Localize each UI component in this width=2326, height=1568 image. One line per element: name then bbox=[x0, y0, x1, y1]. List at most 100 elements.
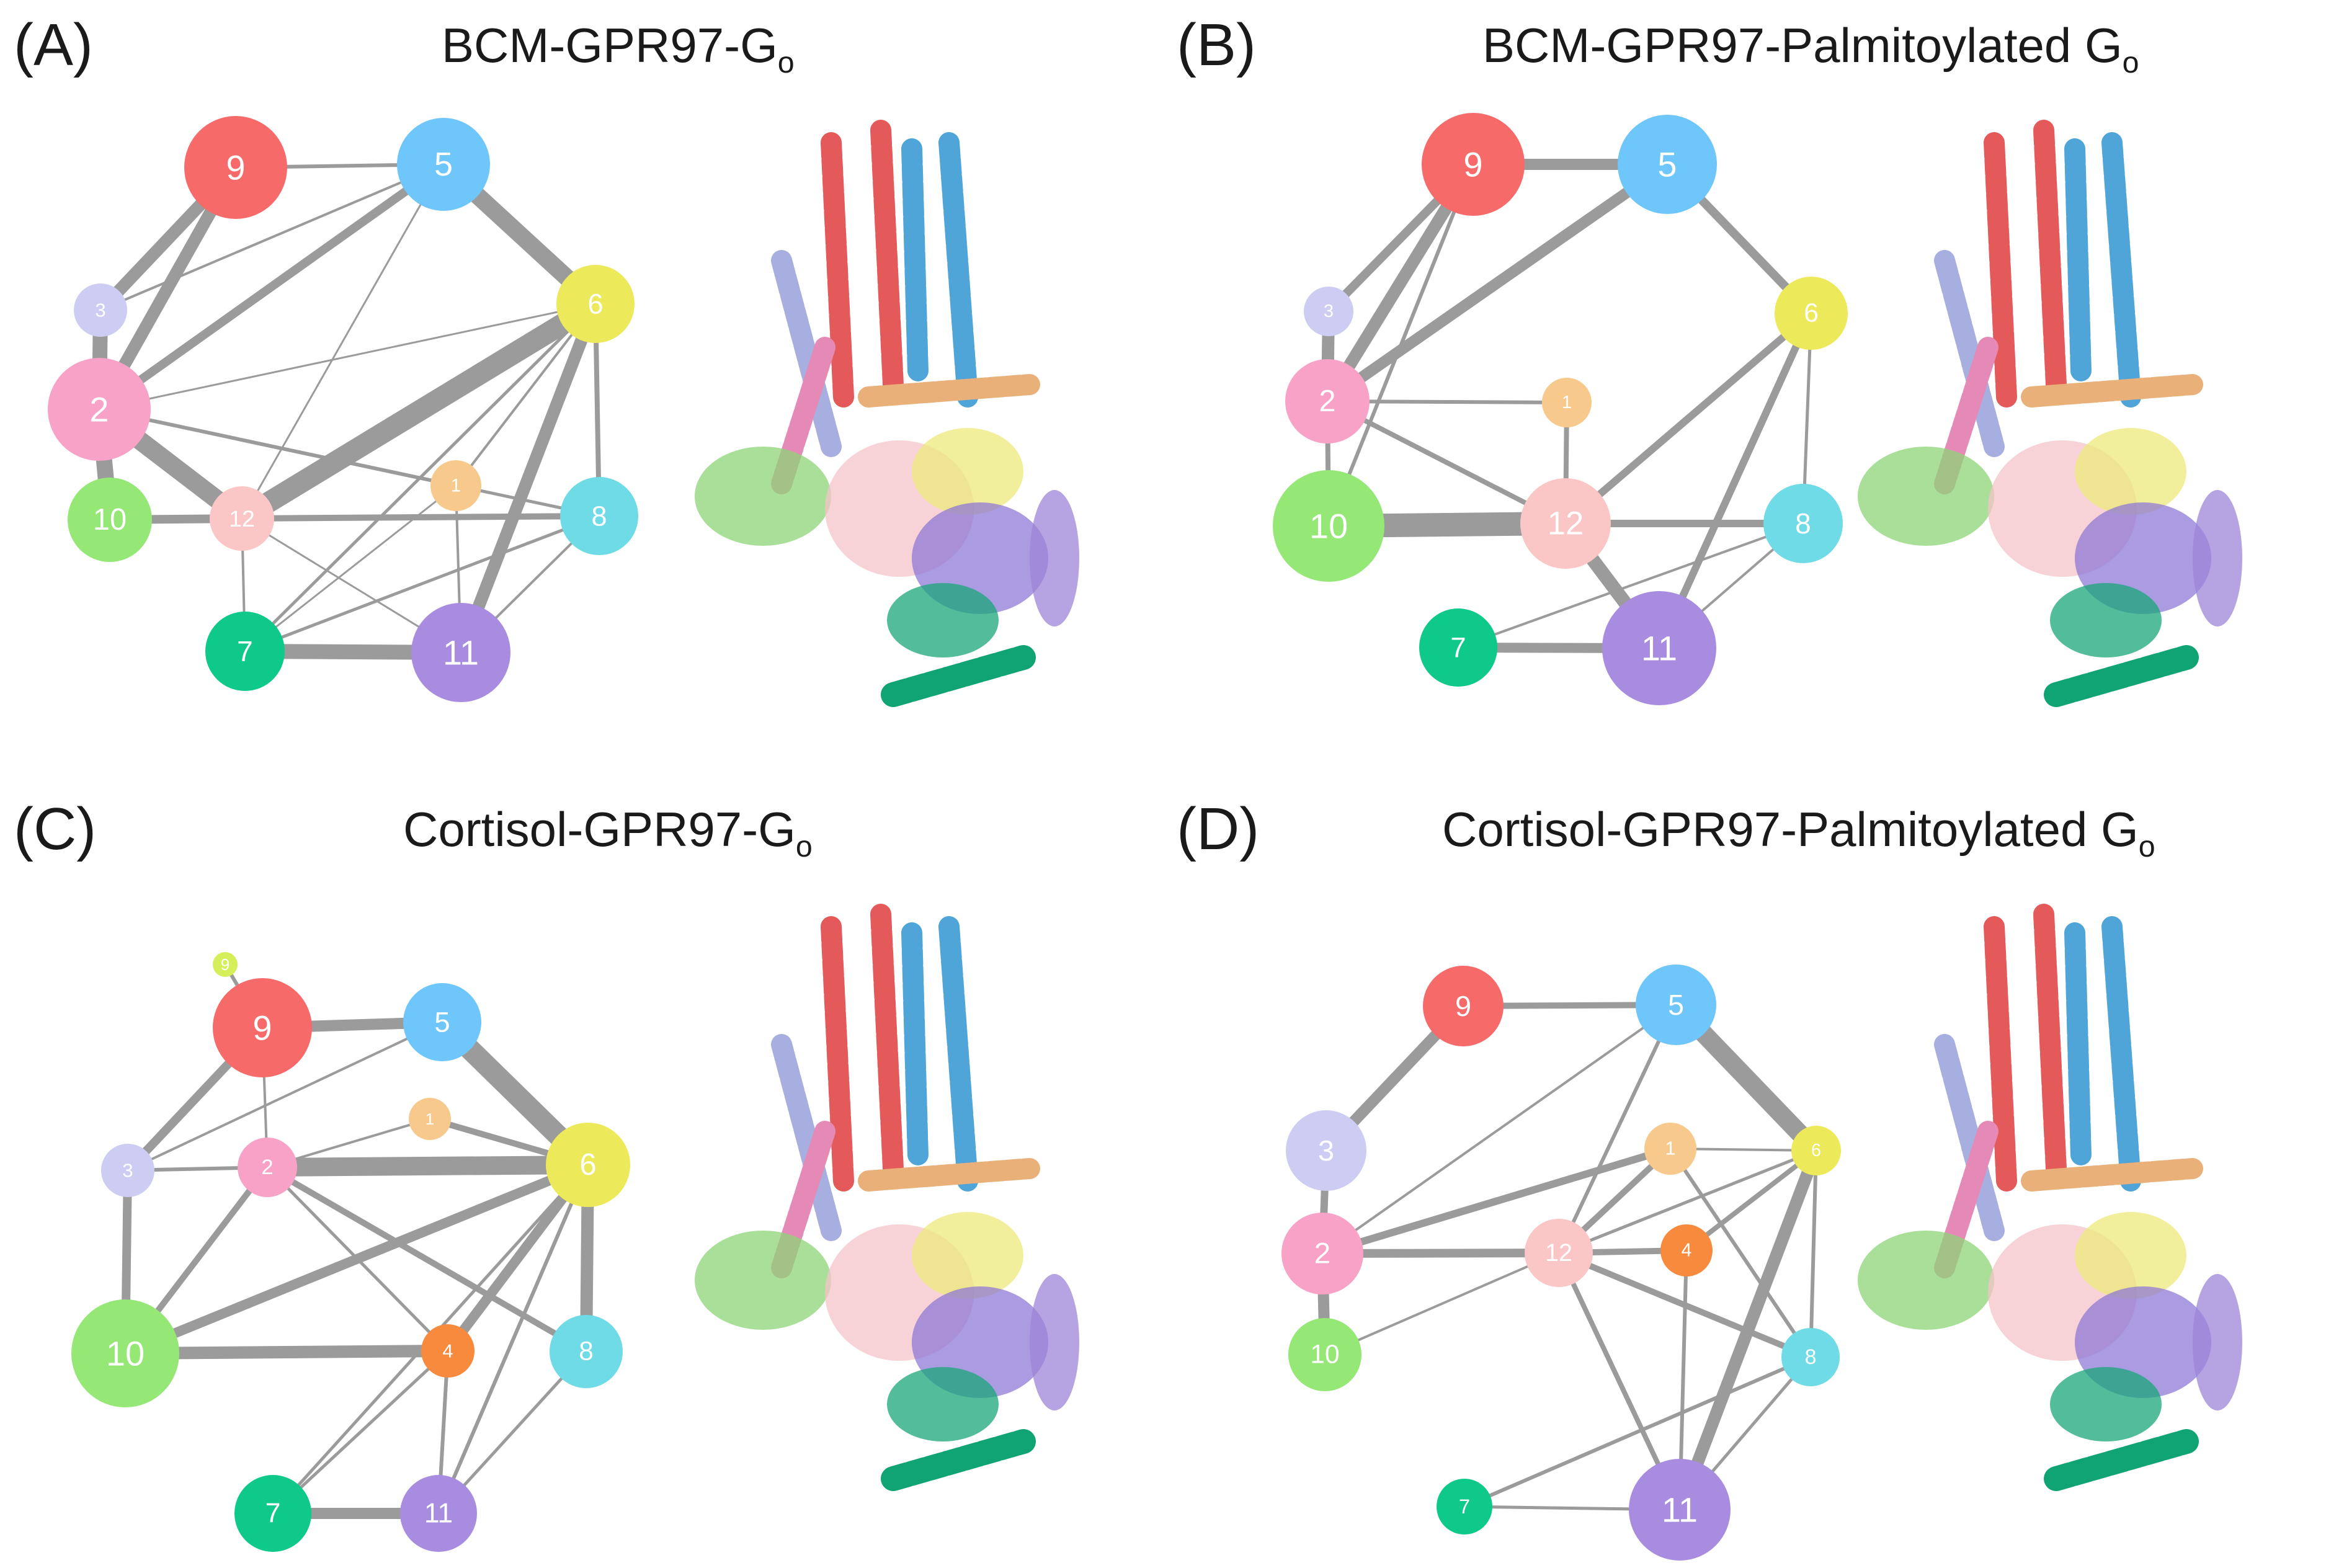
node-3: 3 bbox=[1304, 287, 1353, 336]
node-label: 10 bbox=[1309, 507, 1348, 546]
domain-blob bbox=[887, 583, 999, 657]
node-label: 10 bbox=[1310, 1340, 1339, 1370]
node-label: 9 bbox=[1455, 990, 1471, 1022]
edge-5-12 bbox=[1557, 1004, 1678, 1254]
node-circle bbox=[411, 603, 510, 702]
node-label: 12 bbox=[1545, 1239, 1572, 1267]
node-label: 2 bbox=[89, 390, 109, 429]
node-7: 7 bbox=[205, 612, 285, 691]
node-circle bbox=[1644, 1123, 1696, 1175]
node-label: 3 bbox=[95, 300, 105, 321]
node-11: 11 bbox=[1629, 1459, 1731, 1561]
edge-7-8 bbox=[1463, 1355, 1812, 1508]
helix-ribbon bbox=[858, 374, 1040, 408]
node-12: 12 bbox=[210, 486, 274, 551]
node-label: 7 bbox=[265, 1499, 281, 1529]
helix-ribbon bbox=[870, 904, 904, 1179]
edge-12-8 bbox=[241, 513, 600, 522]
node-circle bbox=[409, 1098, 451, 1140]
domain-blob bbox=[695, 447, 831, 546]
helix-ribbon bbox=[2033, 904, 2067, 1179]
panel-title-subscript: o bbox=[2122, 45, 2139, 79]
node-6: 6 bbox=[546, 1123, 630, 1207]
node-circle bbox=[71, 1299, 179, 1407]
domain-blob bbox=[1030, 490, 1079, 626]
helix-ribbon bbox=[2033, 120, 2067, 395]
node-label: 4 bbox=[442, 1340, 453, 1362]
node-label: 5 bbox=[1668, 989, 1684, 1021]
edge-3-5 bbox=[100, 163, 444, 311]
node-label: 8 bbox=[591, 501, 607, 532]
edge-6-8 bbox=[1809, 1150, 1818, 1358]
protein-structure-image bbox=[695, 904, 1079, 1491]
node-label: 8 bbox=[1805, 1345, 1817, 1369]
node-10: 10 bbox=[71, 1299, 179, 1407]
domain-blob bbox=[695, 1231, 831, 1330]
node-11: 11 bbox=[411, 603, 510, 702]
helix-ribbon bbox=[2021, 374, 2203, 408]
node-circle bbox=[1422, 113, 1525, 216]
node-9s: 9 bbox=[213, 952, 238, 977]
node-circle bbox=[1636, 964, 1716, 1045]
helix-ribbon bbox=[2064, 922, 2092, 1167]
edge-6-11 bbox=[437, 1164, 590, 1515]
node-6: 6 bbox=[1775, 277, 1848, 350]
node-circle bbox=[238, 1138, 297, 1197]
edge-5-2 bbox=[1321, 1004, 1677, 1255]
edge-12-6 bbox=[1558, 1149, 1817, 1255]
edge-2-8 bbox=[265, 1164, 588, 1355]
node-5: 5 bbox=[1618, 115, 1717, 214]
edge-group bbox=[121, 963, 595, 1519]
node-label: 7 bbox=[237, 635, 253, 667]
node-circle bbox=[205, 612, 285, 691]
node-circle bbox=[234, 1475, 311, 1552]
node-label: 10 bbox=[106, 1334, 145, 1373]
node-9: 9 bbox=[213, 978, 312, 1077]
helix-ribbon bbox=[881, 1429, 1036, 1491]
node-circle bbox=[1629, 1459, 1731, 1561]
node-label: 7 bbox=[1450, 632, 1466, 664]
panel-title-subscript: o bbox=[795, 829, 813, 863]
node-label: 6 bbox=[1811, 1141, 1821, 1160]
panel-title: Cortisol-GPR97-Go bbox=[403, 801, 813, 864]
node-label: 8 bbox=[579, 1337, 594, 1366]
domain-blob bbox=[912, 1212, 1023, 1299]
helix-ribbon bbox=[2021, 1158, 2203, 1192]
node-3: 3 bbox=[1286, 1110, 1366, 1191]
helix-ribbon bbox=[1934, 1034, 2005, 1241]
node-9: 9 bbox=[184, 116, 287, 219]
protein-structure-image bbox=[1858, 120, 2242, 707]
domain-blob bbox=[887, 1367, 999, 1441]
helix-ribbon bbox=[1934, 250, 2005, 457]
domain-blob bbox=[2075, 1212, 2186, 1299]
node-label: 2 bbox=[261, 1156, 273, 1179]
node-circle bbox=[1286, 1110, 1366, 1191]
node-label: 1 bbox=[451, 476, 461, 496]
domain-blob bbox=[912, 428, 1023, 515]
helix-ribbon bbox=[821, 916, 854, 1192]
node-11: 11 bbox=[400, 1475, 477, 1552]
node-5: 5 bbox=[403, 983, 481, 1061]
helix-ribbon bbox=[2044, 645, 2199, 707]
node-1: 1 bbox=[409, 1098, 451, 1140]
node-12: 12 bbox=[1525, 1219, 1593, 1287]
node-circle bbox=[397, 118, 490, 211]
node-circle bbox=[546, 1123, 630, 1207]
node-circle bbox=[1781, 1328, 1840, 1386]
node-circle bbox=[1520, 478, 1611, 569]
edge-6-11 bbox=[1673, 1148, 1822, 1512]
panel-label: (A) bbox=[14, 12, 93, 78]
domain-blob bbox=[1858, 1231, 1994, 1330]
node-label: 9 bbox=[1463, 145, 1482, 184]
domain-blob bbox=[1030, 1274, 1079, 1410]
node-label: 12 bbox=[229, 506, 255, 532]
node-label: 4 bbox=[1682, 1241, 1692, 1261]
node-8: 8 bbox=[550, 1315, 623, 1388]
edge-2-1 bbox=[1321, 1145, 1672, 1257]
node-6: 6 bbox=[1791, 1126, 1841, 1175]
helix-ribbon bbox=[901, 922, 929, 1167]
